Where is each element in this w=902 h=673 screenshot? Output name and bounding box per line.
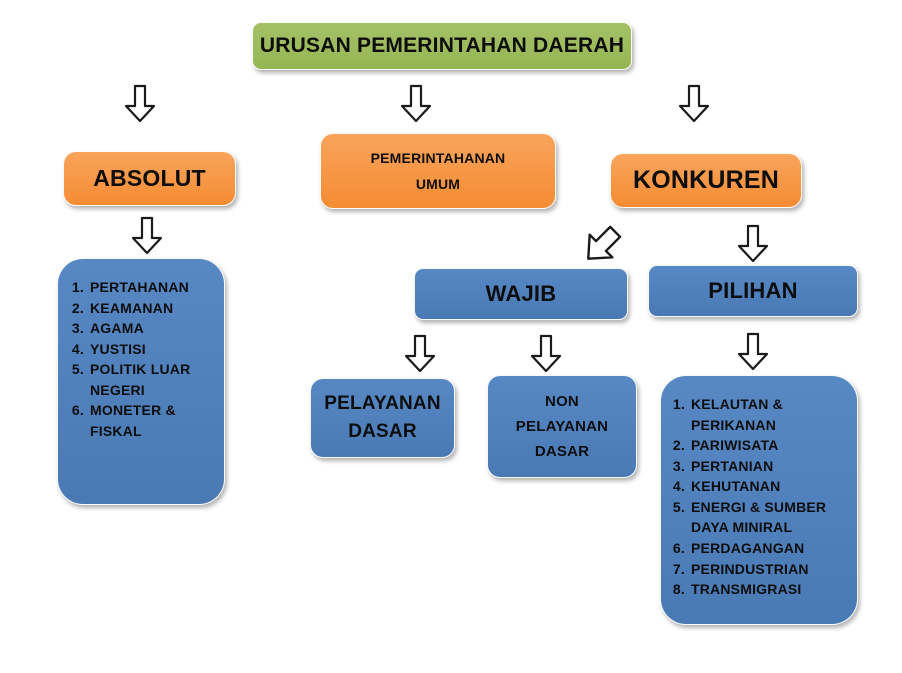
list-item: TRANSMIGRASI [689, 579, 849, 600]
node-label-line1: PELAYANAN [324, 393, 441, 414]
node-label-line1: PEMERINTAHANAN [370, 150, 506, 166]
node-label: URUSAN PEMERINTAHAN DAERAH [259, 34, 625, 57]
arrow-konkuren-to-wajib [578, 222, 624, 270]
node-pilihan-list: KELAUTAN & PERIKANAN PARIWISATA PERTANIA… [660, 375, 858, 625]
node-non-pelayanan-dasar: NON PELAYANAN DASAR [487, 375, 637, 478]
arrow-pilihan-to-list [737, 332, 769, 372]
list-item: PARIWISATA [689, 435, 849, 456]
list-item: KEAMANAN [88, 298, 214, 319]
node-konkuren: KONKUREN [610, 153, 802, 208]
node-label: WAJIB [485, 281, 557, 306]
node-pilihan: PILIHAN [648, 265, 858, 317]
list-item: MONETER & FISKAL [88, 400, 214, 441]
node-label-line2: PELAYANAN [515, 418, 609, 435]
arrow-wajib-to-non-pelayanan-dasar [530, 334, 562, 374]
absolut-item-list: PERTAHANAN KEAMANAN AGAMA YUSTISI POLITI… [62, 277, 214, 442]
list-item: PERINDUSTRIAN [689, 559, 849, 580]
list-item: ENERGI & SUMBER DAYA MINIRAL [689, 497, 849, 538]
list-item: KELAUTAN & PERIKANAN [689, 394, 849, 435]
arrow-konkuren-to-pilihan [737, 224, 769, 264]
arrow-to-absolut [124, 84, 156, 124]
list-item: PERTANIAN [689, 456, 849, 477]
arrow-wajib-to-pelayanan-dasar [404, 334, 436, 374]
node-label-line2: DASAR [348, 421, 417, 442]
node-label-line2: UMUM [415, 176, 461, 192]
node-absolut: ABSOLUT [63, 151, 236, 206]
node-absolut-list: PERTAHANAN KEAMANAN AGAMA YUSTISI POLITI… [57, 258, 225, 505]
node-label: ABSOLUT [93, 165, 206, 191]
list-item: AGAMA [88, 318, 214, 339]
pilihan-item-list: KELAUTAN & PERIKANAN PARIWISATA PERTANIA… [663, 394, 849, 600]
node-label-line3: DASAR [534, 443, 590, 460]
list-item: PERTAHANAN [88, 277, 214, 298]
arrow-to-pemerintahan-umum [400, 84, 432, 124]
node-label-line1: NON [545, 393, 579, 410]
arrow-absolut-to-list [131, 216, 163, 256]
list-item: PERDAGANGAN [689, 538, 849, 559]
node-pelayanan-dasar: PELAYANAN DASAR [310, 378, 455, 458]
arrow-to-konkuren [678, 84, 710, 124]
node-wajib: WAJIB [414, 268, 628, 320]
node-urusan-pemerintahan-daerah: URUSAN PEMERINTAHAN DAERAH [252, 22, 632, 70]
node-label: KONKUREN [632, 166, 780, 194]
list-item: POLITIK LUAR NEGERI [88, 359, 214, 400]
list-item: KEHUTANAN [689, 476, 849, 497]
node-label: PILIHAN [708, 278, 798, 303]
node-pemerintahanan-umum: PEMERINTAHANAN UMUM [320, 133, 556, 209]
list-item: YUSTISI [88, 339, 214, 360]
